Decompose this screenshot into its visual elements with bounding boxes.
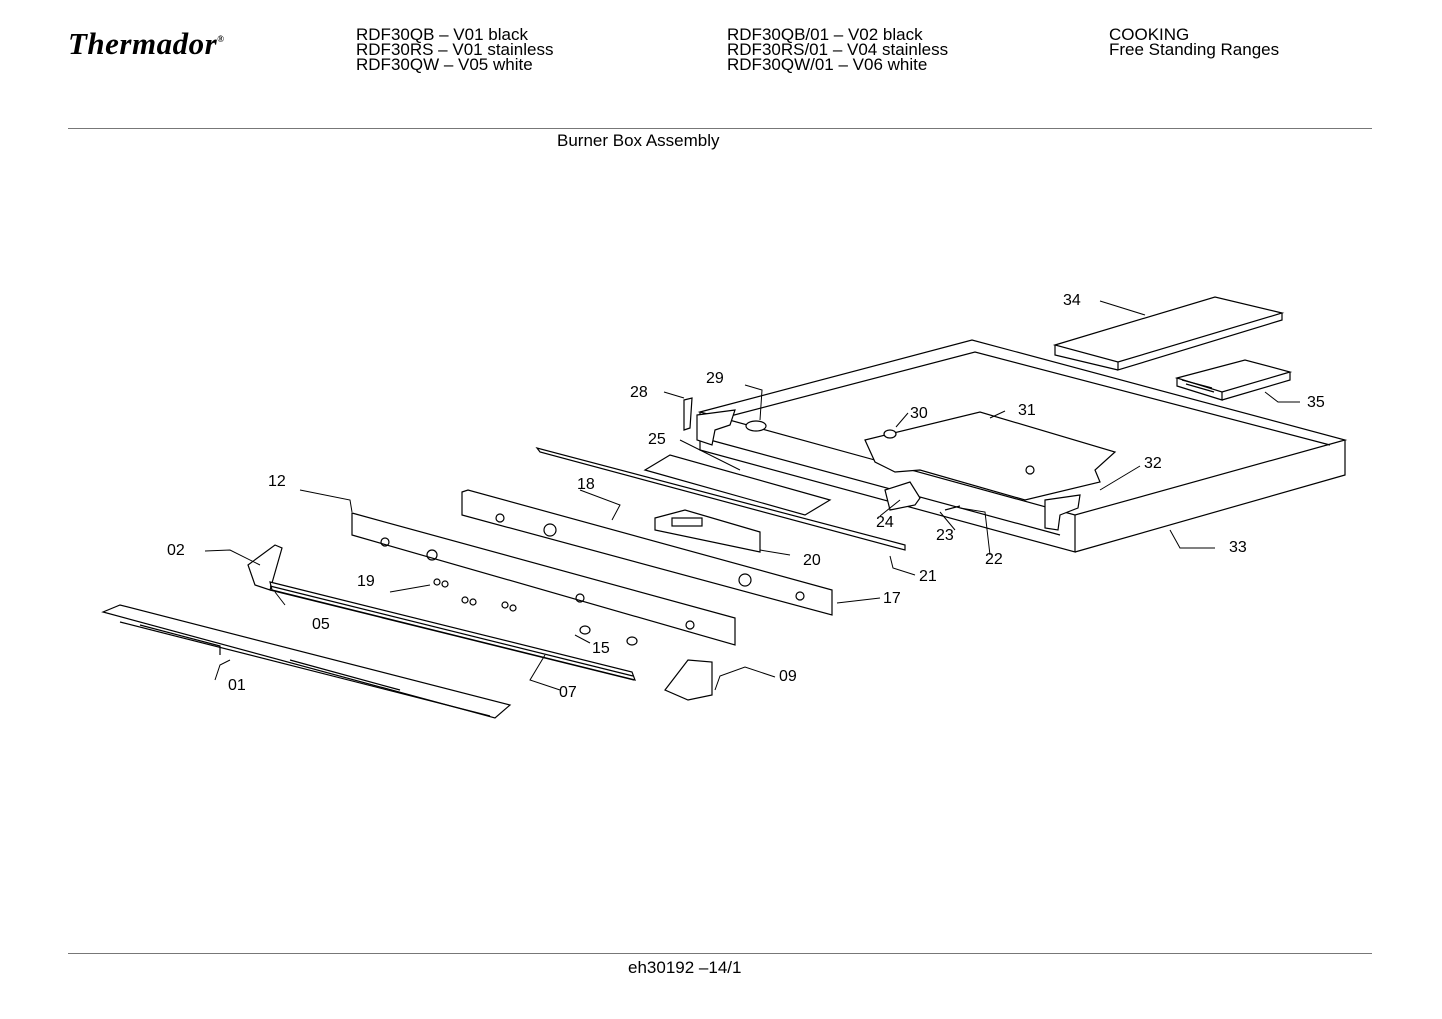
strip-25 bbox=[643, 454, 832, 516]
model-line: RDF30QW/01 – V06 white bbox=[727, 55, 928, 74]
part-label-20: 20 bbox=[803, 552, 821, 569]
end-cap-02 bbox=[247, 544, 283, 591]
part-label-21: 21 bbox=[919, 568, 937, 585]
footer-divider bbox=[68, 953, 1372, 954]
side-bracket bbox=[1044, 494, 1081, 531]
category-subline: Free Standing Ranges bbox=[1109, 40, 1280, 59]
part-label-30: 30 bbox=[910, 405, 928, 422]
part-label-07: 07 bbox=[559, 684, 577, 701]
model-list-2: RDF30QB/01 – V02 black RDF30RS/01 – V04 … bbox=[727, 25, 949, 74]
rail-21 bbox=[535, 446, 906, 551]
header-divider bbox=[68, 128, 1372, 129]
clip-28 bbox=[683, 397, 693, 431]
part-label-34: 34 bbox=[1063, 292, 1081, 309]
trim-strip-07 bbox=[269, 581, 636, 681]
part-label-01: 01 bbox=[228, 677, 246, 694]
part-label-17: 17 bbox=[883, 590, 901, 607]
part-label-18: 18 bbox=[577, 476, 595, 493]
model-line: RDF30QW – V05 white bbox=[356, 55, 533, 74]
diagram-title: Burner Box Assembly bbox=[557, 131, 720, 150]
model-line: RDF30RS/01 – V04 stainless bbox=[727, 40, 949, 59]
part-label-23: 23 bbox=[936, 527, 954, 544]
ring-15 bbox=[626, 636, 638, 646]
model-list-1: RDF30QB – V01 black RDF30RS – V01 stainl… bbox=[356, 25, 554, 74]
model-line: RDF30RS – V01 stainless bbox=[356, 40, 554, 59]
part-label-33: 33 bbox=[1229, 539, 1247, 556]
model-line: RDF30QB – V01 black bbox=[356, 25, 528, 44]
thermador-logo: Thermador® bbox=[68, 26, 225, 61]
part-label-32: 32 bbox=[1144, 455, 1162, 472]
part-label-35: 35 bbox=[1307, 394, 1325, 411]
part-label-05: 05 bbox=[312, 616, 330, 633]
nut-30 bbox=[883, 429, 897, 439]
display-module-20 bbox=[654, 509, 761, 553]
inner-plate-31 bbox=[864, 411, 1117, 501]
end-cap-09 bbox=[664, 659, 713, 701]
bottom-rail-01 bbox=[101, 604, 512, 719]
switches-19 bbox=[433, 578, 517, 612]
washer-29 bbox=[745, 420, 767, 432]
part-label-15: 15 bbox=[592, 640, 610, 657]
part-label-19: 19 bbox=[357, 573, 375, 590]
category-block: COOKING Free Standing Ranges bbox=[1109, 25, 1280, 59]
part-label-25: 25 bbox=[648, 431, 666, 448]
part-label-31: 31 bbox=[1018, 402, 1036, 419]
top-cover-34 bbox=[1052, 296, 1285, 371]
part-label-24: 24 bbox=[876, 514, 894, 531]
part-label-22: 22 bbox=[985, 551, 1003, 568]
bracket-24 bbox=[884, 481, 921, 511]
part-label-02: 02 bbox=[167, 542, 185, 559]
support-bracket-17 bbox=[461, 489, 833, 616]
screw-23 bbox=[944, 505, 961, 511]
part-label-29: 29 bbox=[706, 370, 724, 387]
vent-block-35 bbox=[1174, 359, 1293, 401]
category-line: COOKING bbox=[1109, 25, 1190, 44]
footer-code: eh30192 –14/1 bbox=[628, 958, 742, 977]
part-label-09: 09 bbox=[779, 668, 797, 685]
ring-15 bbox=[579, 625, 591, 635]
model-line: RDF30QB/01 – V02 black bbox=[727, 25, 923, 44]
control-panel-12 bbox=[351, 512, 736, 646]
part-label-28: 28 bbox=[630, 384, 648, 401]
part-label-12: 12 bbox=[268, 473, 286, 490]
side-bracket bbox=[696, 409, 736, 446]
